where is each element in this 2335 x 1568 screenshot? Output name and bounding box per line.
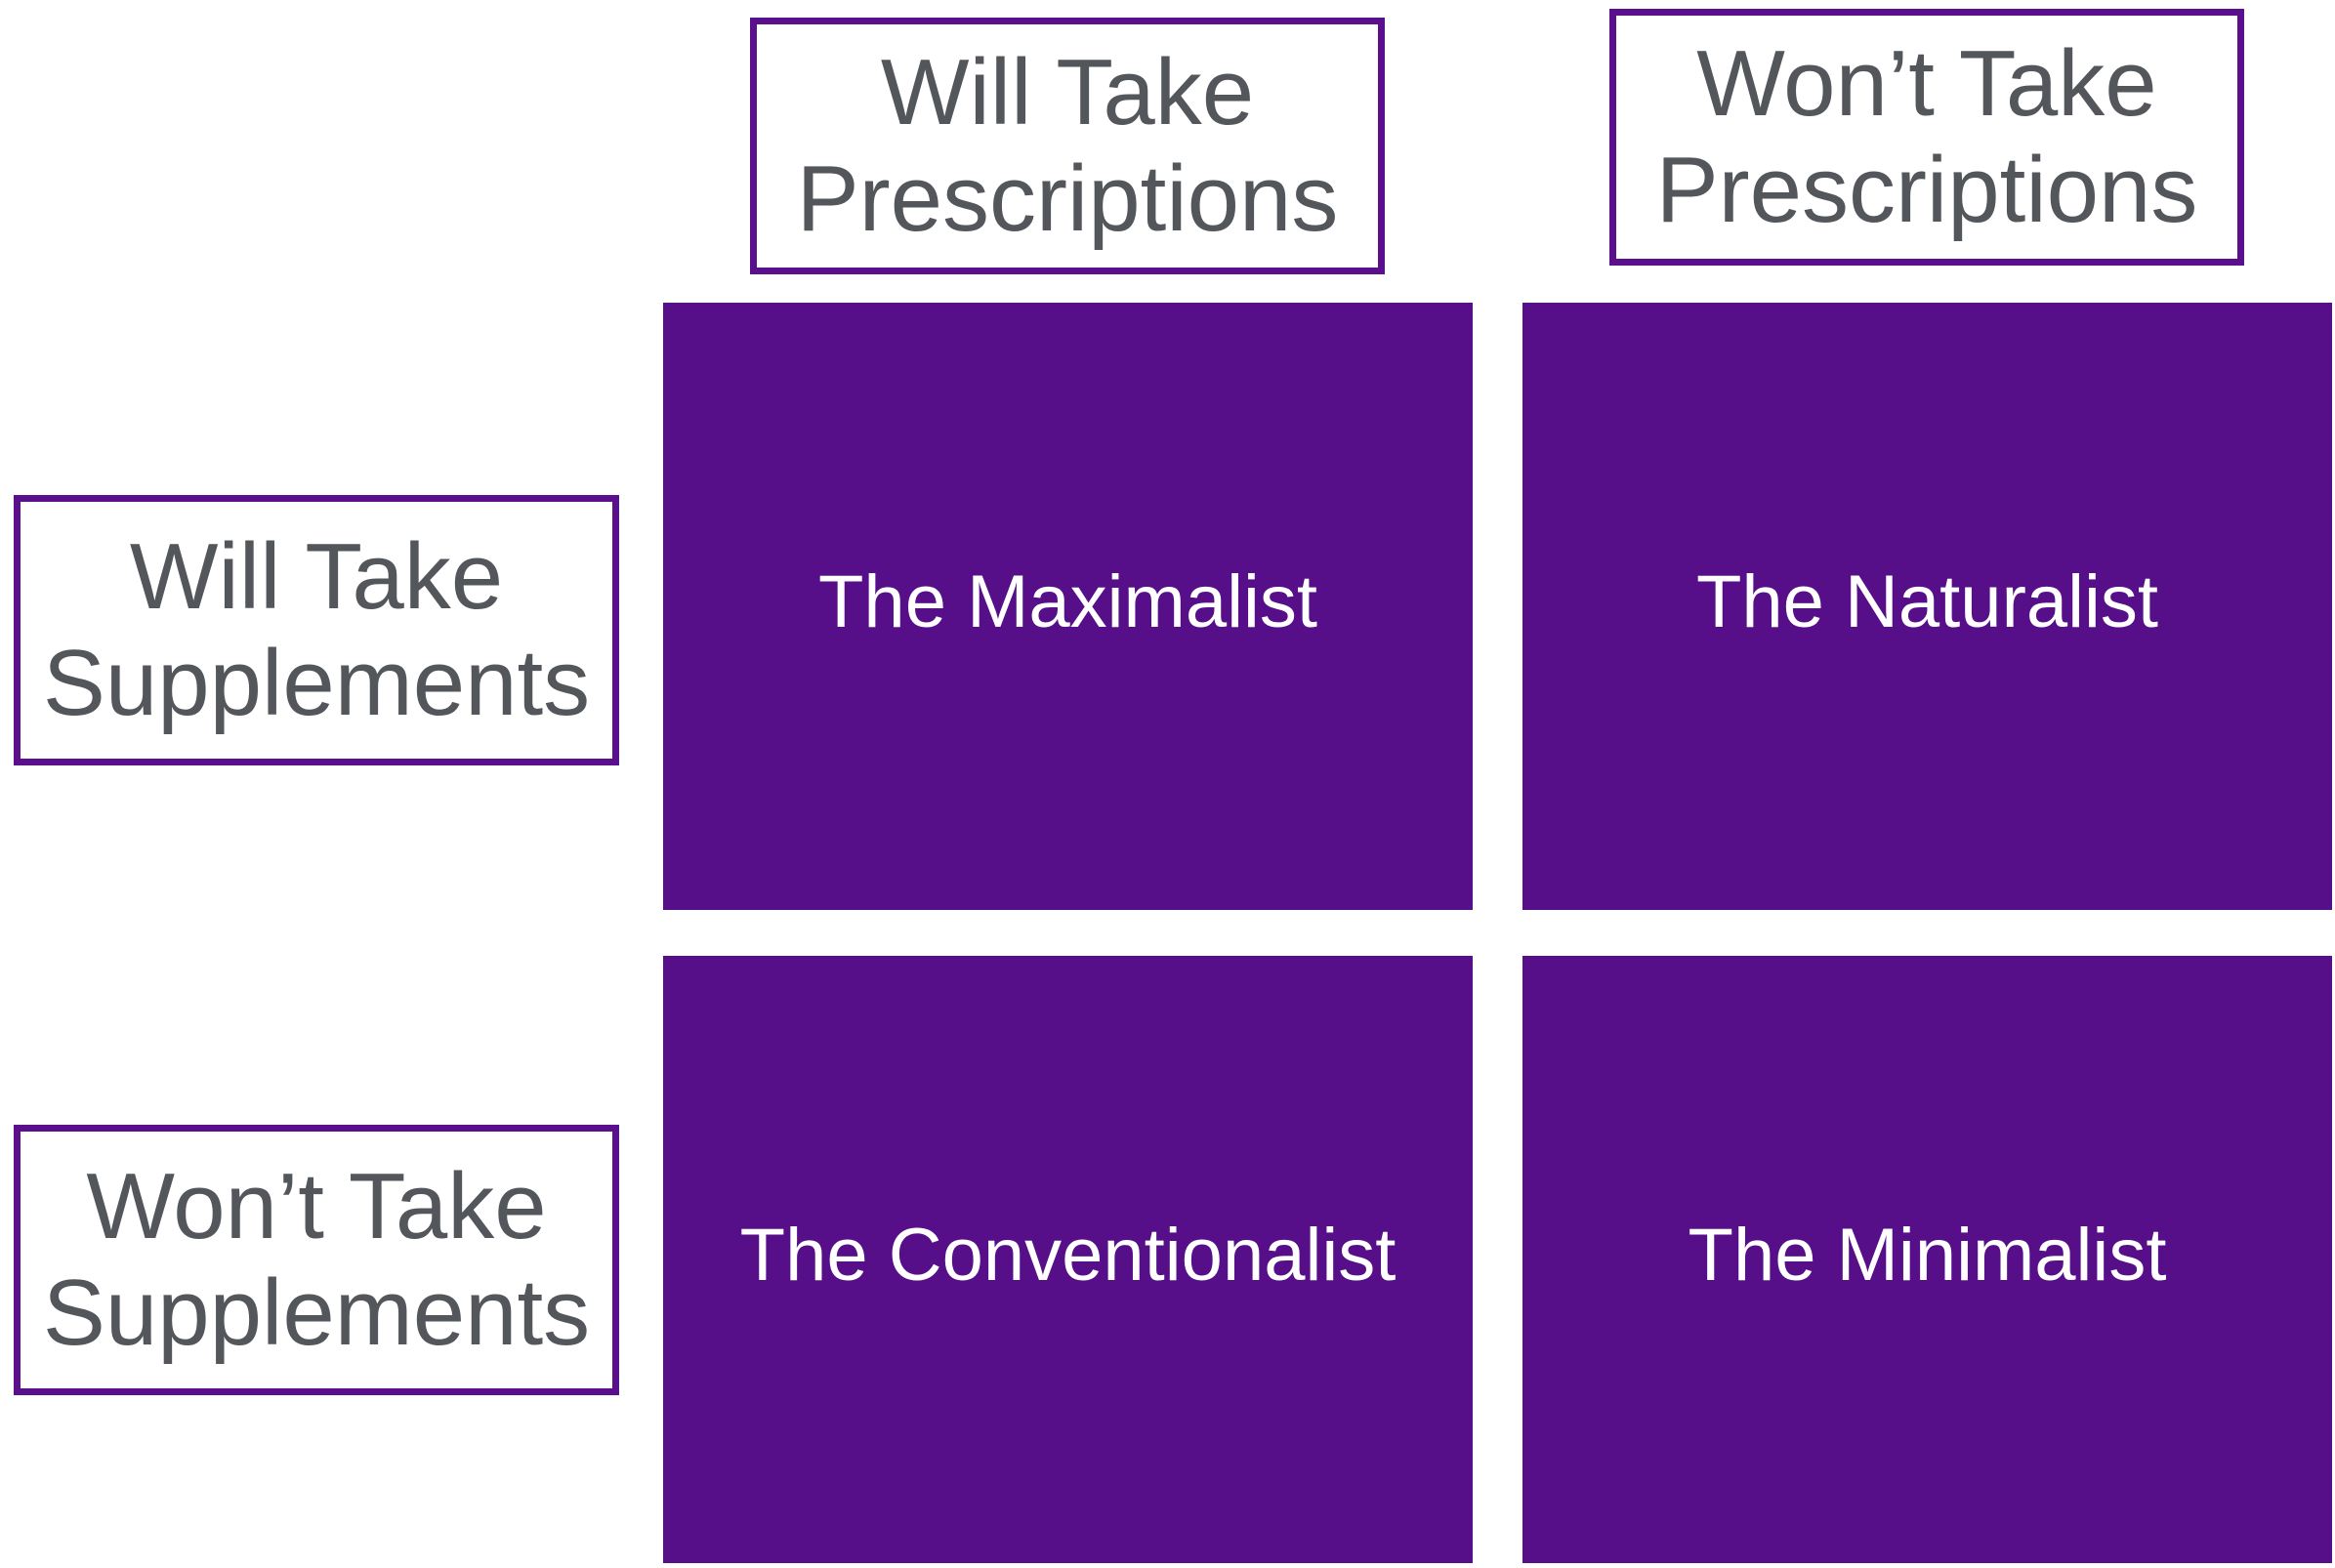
row-header-line2: Supplements	[42, 1259, 591, 1365]
column-header-will-take-prescriptions: Will Take Prescriptions	[750, 18, 1385, 274]
quadrant-label: The Maximalist	[818, 559, 1317, 643]
quadrant-label: The Naturalist	[1695, 559, 2159, 643]
row-header-line1: Will Take	[129, 524, 504, 630]
row-header-line2: Supplements	[42, 630, 591, 735]
column-header-wont-take-prescriptions: Won’t Take Prescriptions	[1609, 9, 2244, 266]
quadrant-conventionalist: The Conventionalist	[663, 956, 1473, 1563]
column-header-line2: Prescriptions	[796, 145, 1339, 251]
quadrant-label: The Minimalist	[1688, 1213, 2167, 1297]
quadrant-minimalist: The Minimalist	[1522, 956, 2332, 1563]
quadrant-label: The Conventionalist	[739, 1213, 1397, 1297]
quadrant-maximalist: The Maximalist	[663, 303, 1473, 910]
row-header-line1: Won’t Take	[86, 1154, 547, 1259]
column-header-line1: Won’t Take	[1696, 31, 2157, 137]
row-header-wont-take-supplements: Won’t Take Supplements	[14, 1125, 619, 1395]
quadrant-naturalist: The Naturalist	[1522, 303, 2332, 910]
column-header-line1: Will Take	[880, 40, 1255, 145]
column-header-line2: Prescriptions	[1655, 137, 2198, 242]
row-header-will-take-supplements: Will Take Supplements	[14, 495, 619, 765]
